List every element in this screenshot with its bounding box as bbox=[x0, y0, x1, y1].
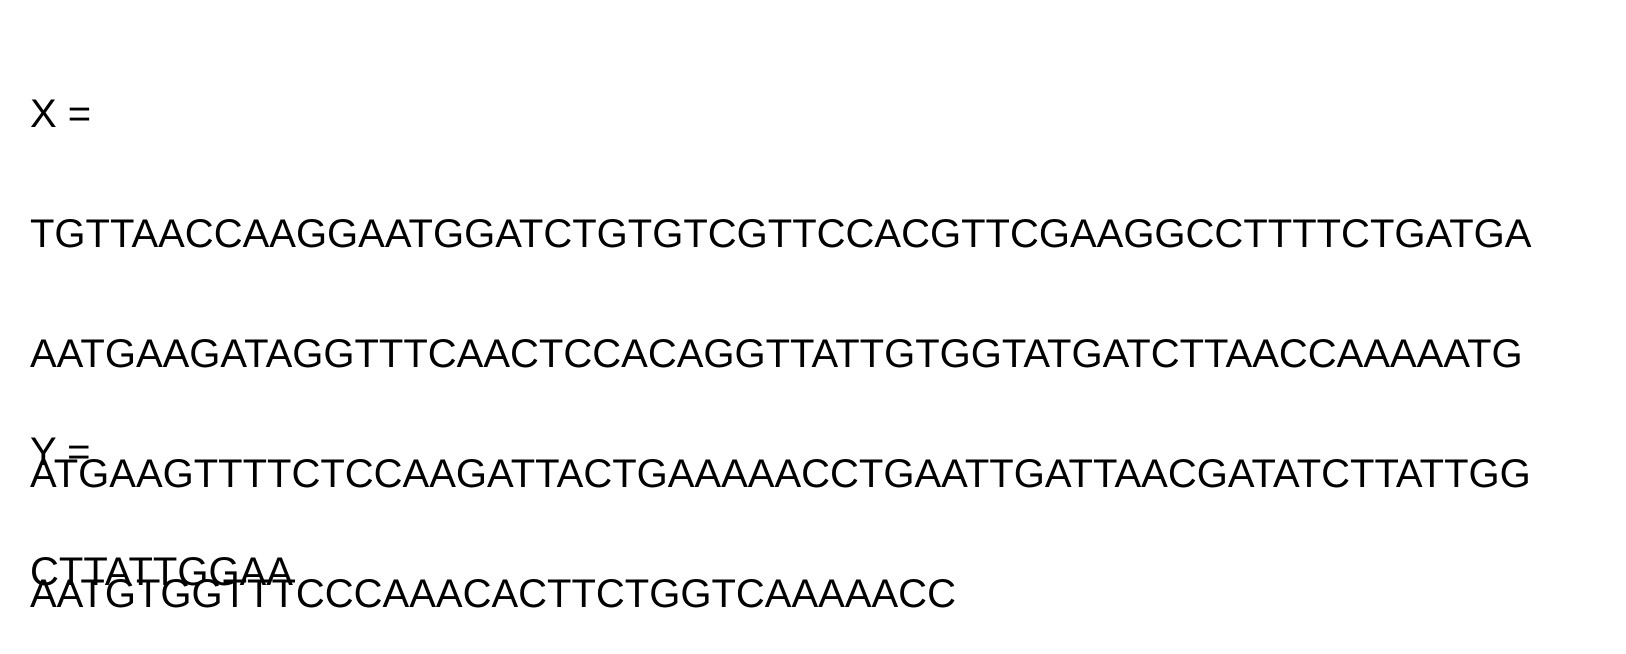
sequence-x-label: X = bbox=[30, 92, 92, 136]
sequence-x-line-3: ATGAAGTTTTCTCCAAGATTACTGAAAAACCTGAATTGAT… bbox=[30, 452, 1531, 496]
sequence-y-block: Y = CTTATTGGAA bbox=[30, 352, 293, 632]
sequence-x-line-1: TGTTAACCAAGGAATGGATCTGTGTCGTTCCACGTTCGAA… bbox=[30, 212, 1532, 256]
sequence-y-line-1: CTTATTGGAA bbox=[30, 550, 293, 594]
sequence-x-line-2: AATGAAGATAGGTTTCAACTCCACAGGTTATTGTGGTATG… bbox=[30, 332, 1523, 376]
sequence-y-label: Y = bbox=[30, 430, 91, 474]
